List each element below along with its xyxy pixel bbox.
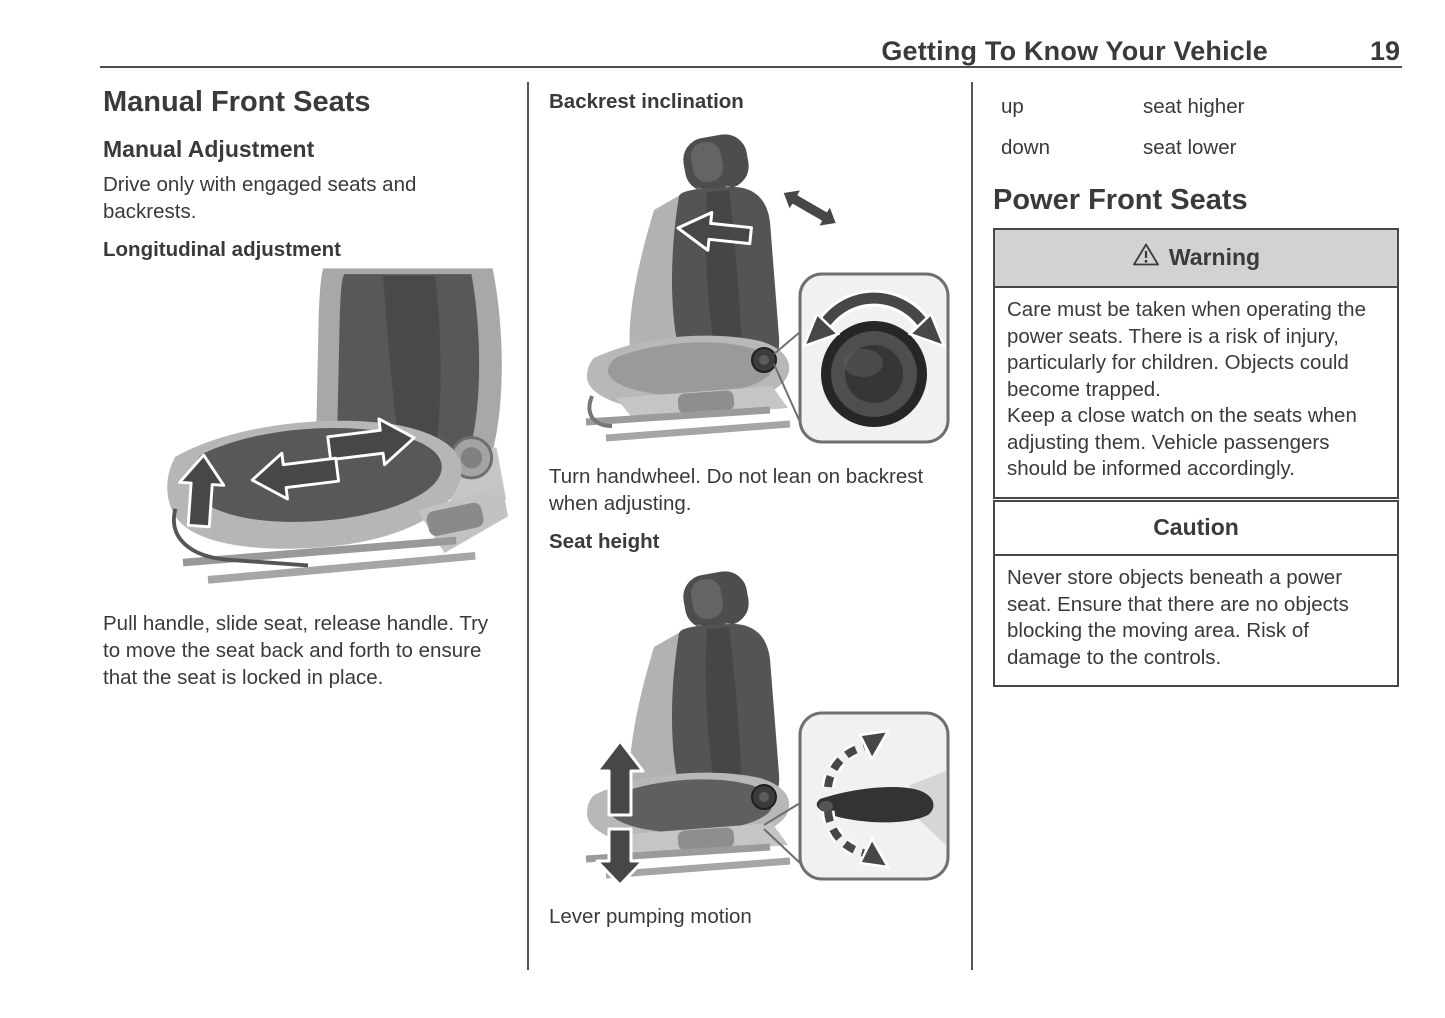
page-number: 19 [1369, 36, 1400, 66]
backrest-inclination-text: Turn handwheel. Do not lean on backrest … [549, 465, 924, 515]
warning-box-body: Care must be taken when operating the po… [995, 288, 1397, 497]
subsection-title-manual-adjustment: Manual Adjustment [103, 136, 315, 162]
caution-box-body: Never store objects beneath a power seat… [995, 556, 1397, 685]
slide-back-arrow-icon [326, 417, 416, 467]
seat-height-illustration [585, 571, 950, 887]
lever-inset [798, 711, 950, 881]
pull-handle-up-arrow-icon [178, 453, 226, 529]
table-row: down seat lower [1001, 136, 1397, 160]
longitudinal-adjustment-figure [133, 268, 508, 591]
control-effect: seat higher [1143, 95, 1245, 118]
section-title-power-front-seats: Power Front Seats [993, 184, 1248, 216]
seat-down-arrow-icon [595, 827, 645, 887]
backrest-inclination-figure [558, 126, 953, 456]
seat-slide-illustration [167, 268, 508, 584]
warning-box: Warning Care must be taken when operatin… [993, 228, 1399, 499]
header-rule [100, 66, 1402, 68]
seat-height-heading: Seat height [549, 530, 660, 553]
control-label: up [1001, 95, 1024, 118]
caution-box: Caution Never store objects beneath a po… [993, 500, 1399, 687]
table-row: up seat higher [1001, 95, 1397, 119]
rotate-right-arrowhead-icon [907, 311, 947, 349]
caution-paragraph: Never store objects beneath a power seat… [1007, 566, 1349, 669]
backrest-tilt-double-arrow-icon [780, 187, 839, 229]
column-divider-left [527, 82, 529, 970]
seat-up-arrow-icon [595, 739, 645, 817]
seat-controls-table: up seat higher down seat lower [1001, 95, 1397, 160]
lever-up-arrowhead-icon [858, 729, 891, 762]
warning-box-header: Warning [995, 230, 1397, 288]
seat-backrest-illustration [585, 134, 950, 444]
warning-paragraph: Keep a close watch on the seats when adj… [1007, 404, 1357, 480]
height-lever-icon [816, 786, 934, 823]
backrest-forward-arrow-icon [676, 210, 753, 252]
backrest-inclination-heading: Backrest inclination [549, 90, 744, 113]
rotate-left-arrowhead-icon [801, 311, 841, 349]
manual-adjustment-intro: Drive only with engaged seats and backre… [103, 173, 417, 223]
caution-box-header: Caution [995, 502, 1397, 556]
control-effect: seat lower [1143, 136, 1237, 159]
longitudinal-adjustment-text: Pull handle, slide seat, release handle.… [103, 612, 489, 689]
warning-paragraph: Care must be taken when operating the po… [1007, 298, 1366, 401]
warning-title: Warning [1168, 244, 1261, 270]
longitudinal-adjustment-heading: Longitudinal adjustment [103, 238, 342, 261]
slide-forward-arrow-icon [250, 451, 341, 501]
section-title-manual-front-seats: Manual Front Seats [103, 86, 371, 118]
page-header: Getting To Know Your Vehicle 19 [103, 36, 1400, 67]
column-divider-right [971, 82, 973, 970]
lever-down-arrowhead-icon [858, 836, 891, 869]
seat-rail [207, 552, 476, 584]
handwheel-inset [798, 272, 950, 444]
warning-triangle-icon [1132, 242, 1160, 273]
seat-height-text: Lever pumping motion [549, 905, 752, 928]
caution-title: Caution [1153, 514, 1239, 540]
release-handle [172, 508, 309, 568]
seat-height-figure [558, 563, 953, 893]
chapter-title: Getting To Know Your Vehicle [881, 36, 1268, 66]
control-label: down [1001, 136, 1051, 159]
